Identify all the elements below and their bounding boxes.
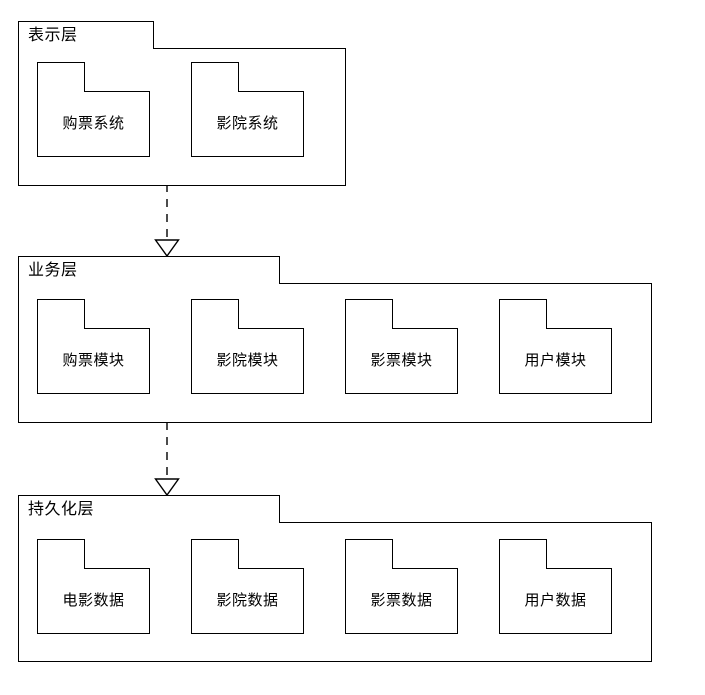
- cinema-data-label: 影院数据: [216, 592, 279, 609]
- persistence-layer-tab[interactable]: 持久化层: [18, 495, 280, 523]
- user-data-body[interactable]: 用户数据: [499, 568, 612, 634]
- hollow-triangle-arrowhead: [154, 478, 180, 497]
- user-data-label: 用户数据: [524, 592, 587, 609]
- movie-data-label: 电影数据: [62, 592, 125, 609]
- business-layer-tab[interactable]: 业务层: [18, 256, 280, 284]
- ticketing-module-label: 购票模块: [62, 352, 125, 369]
- cinema-data-body[interactable]: 影院数据: [191, 568, 304, 634]
- hollow-triangle-arrowhead: [154, 239, 180, 258]
- cinema-module-body[interactable]: 影院模块: [191, 328, 304, 394]
- movie-ticket-module-label: 影票模块: [370, 352, 433, 369]
- user-data-tab: [499, 539, 547, 569]
- movie-data-body[interactable]: 电影数据: [37, 568, 150, 634]
- persistence-layer-label: 持久化层: [28, 500, 95, 518]
- ticketing-system-tab: [37, 62, 85, 92]
- cinema-system-label: 影院系统: [216, 115, 279, 132]
- ticketing-system-body[interactable]: 购票系统: [37, 91, 150, 157]
- movie-ticket-data-label: 影票数据: [370, 592, 433, 609]
- cinema-data-tab: [191, 539, 239, 569]
- ticketing-module-tab: [37, 299, 85, 329]
- connector-presentation-to-business[interactable]: [150, 184, 184, 260]
- user-module-label: 用户模块: [524, 352, 587, 369]
- user-module-body[interactable]: 用户模块: [499, 328, 612, 394]
- cinema-module-tab: [191, 299, 239, 329]
- user-module-tab: [499, 299, 547, 329]
- business-layer-label: 业务层: [28, 261, 78, 279]
- movie-ticket-module-body[interactable]: 影票模块: [345, 328, 458, 394]
- cinema-module-label: 影院模块: [216, 352, 279, 369]
- movie-data-tab: [37, 539, 85, 569]
- connector-business-to-persistence[interactable]: [150, 422, 184, 498]
- movie-ticket-data-body[interactable]: 影票数据: [345, 568, 458, 634]
- ticketing-module-body[interactable]: 购票模块: [37, 328, 150, 394]
- presentation-layer-label: 表示层: [28, 26, 78, 44]
- cinema-system-tab: [191, 62, 239, 92]
- ticketing-system-label: 购票系统: [62, 115, 125, 132]
- presentation-layer-tab[interactable]: 表示层: [18, 21, 154, 49]
- cinema-system-body[interactable]: 影院系统: [191, 91, 304, 157]
- movie-ticket-module-tab: [345, 299, 393, 329]
- movie-ticket-data-tab: [345, 539, 393, 569]
